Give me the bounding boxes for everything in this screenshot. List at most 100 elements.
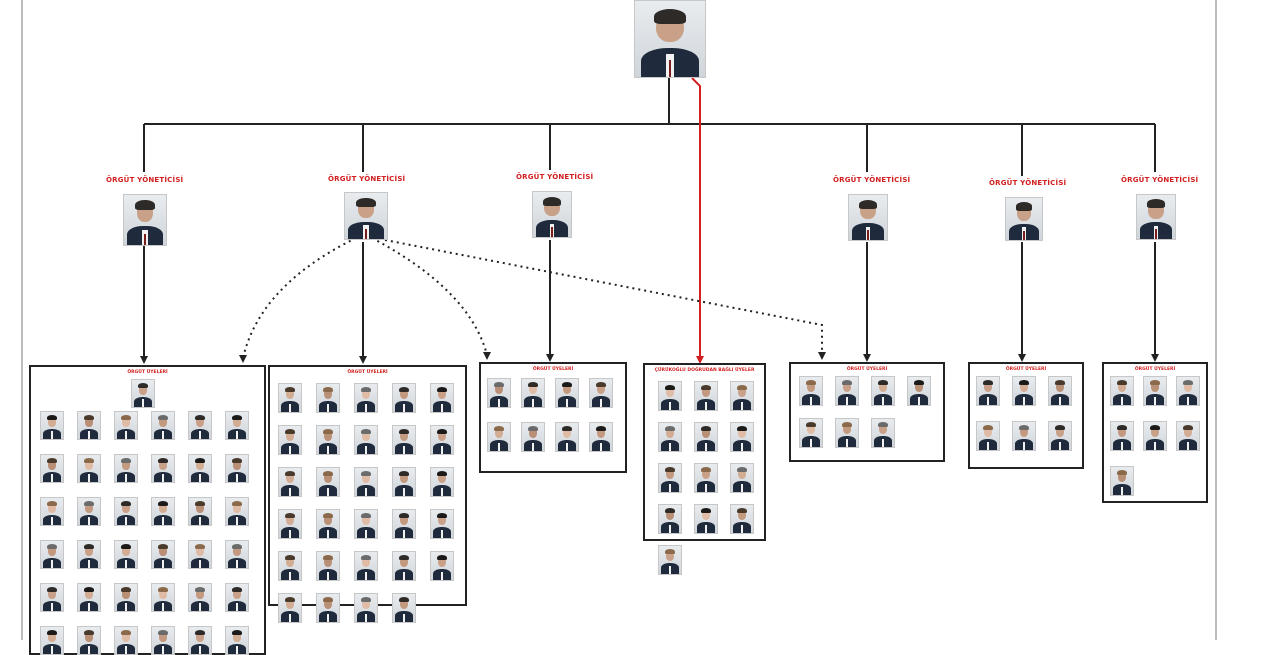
member-photo: [316, 509, 340, 539]
member-card: [316, 425, 340, 455]
members-box-title: ÖRGÜT ÜYELERİ: [347, 370, 388, 375]
member-photo: [589, 422, 613, 452]
manager-3-photo: [532, 191, 572, 238]
member-card: [77, 454, 101, 483]
member-card: [151, 497, 175, 526]
member-card: [907, 376, 931, 406]
member-photo: [658, 422, 682, 452]
member-photo: [871, 376, 895, 406]
member-card: [114, 411, 138, 440]
member-photo: [392, 467, 416, 497]
member-photo: [316, 467, 340, 497]
member-card: [976, 376, 1000, 406]
member-card: [225, 497, 249, 526]
member-card: [835, 418, 859, 448]
member-photo: [392, 509, 416, 539]
member-card: [151, 583, 175, 612]
member-photo: [40, 626, 64, 655]
member-photo: [77, 497, 101, 526]
manager-5-photo: [1005, 197, 1043, 241]
member-card: [521, 378, 545, 408]
member-card: [430, 425, 454, 455]
member-card: [730, 504, 754, 534]
members-box-title: ÖRGÜT ÜYELERİ: [1134, 367, 1176, 372]
member-photo: [151, 411, 175, 440]
member-photo: [278, 467, 302, 497]
manager-4-role: ÖRGÜT YÖNETİCİSİ: [833, 176, 911, 184]
member-card: [225, 454, 249, 483]
manager-6-role: ÖRGÜT YÖNETİCİSİ: [1121, 176, 1199, 184]
member-card: [392, 551, 416, 581]
member-photo: [40, 540, 64, 569]
member-card: [278, 467, 302, 497]
member-photo: [392, 551, 416, 581]
member-card: [188, 411, 212, 440]
member-card: [1110, 421, 1134, 451]
member-card: [316, 593, 340, 623]
member-card: [40, 497, 64, 526]
member-card: [1048, 376, 1072, 406]
members-box-title: ÇÜRÜKOĞLU DOĞRUDAN BAĞLI ÜYELER: [654, 368, 755, 373]
member-card: [430, 551, 454, 581]
member-photo: [354, 467, 378, 497]
member-photo: [354, 425, 378, 455]
member-card: [392, 425, 416, 455]
member-photo: [316, 425, 340, 455]
member-card: [278, 383, 302, 413]
member-photo: [40, 583, 64, 612]
member-photo: [77, 454, 101, 483]
member-photo: [151, 583, 175, 612]
member-card: [730, 463, 754, 493]
member-photo: [316, 383, 340, 413]
member-card: [114, 497, 138, 526]
member-photo: [114, 454, 138, 483]
member-card: [354, 509, 378, 539]
member-card: [392, 509, 416, 539]
members-box-3: ÖRGÜT ÜYELERİ: [479, 362, 627, 473]
member-photo: [151, 497, 175, 526]
member-card: [40, 454, 64, 483]
member-photo: [77, 411, 101, 440]
member-photo: [1143, 376, 1167, 406]
member-card: [1143, 376, 1167, 406]
member-card: [589, 422, 613, 452]
member-photo: [354, 509, 378, 539]
member-card: [354, 383, 378, 413]
members-box-5: ÖRGÜT ÜYELERİ: [789, 362, 945, 462]
member-photo: [151, 454, 175, 483]
red-arrow-head: [696, 356, 704, 364]
member-card: [316, 551, 340, 581]
member-photo: [1012, 421, 1036, 451]
member-card: [40, 626, 64, 655]
member-photo: [114, 583, 138, 612]
page-right-border: [1215, 0, 1217, 640]
member-photo: [114, 540, 138, 569]
member-card: [392, 593, 416, 623]
member-card: [77, 497, 101, 526]
member-card: [392, 383, 416, 413]
members-box-title: ÖRGÜT ÜYELERİ: [532, 367, 574, 372]
member-photo: [225, 583, 249, 612]
member-card: [77, 626, 101, 655]
member-card: [1110, 466, 1134, 496]
member-card: [430, 467, 454, 497]
connector-lines: [140, 77, 1159, 364]
member-photo: [188, 497, 212, 526]
member-photo: [392, 425, 416, 455]
member-card: [487, 422, 511, 452]
member-card: [40, 411, 64, 440]
member-photo: [730, 381, 754, 411]
top-person-photo: [634, 0, 706, 78]
member-photo: [799, 418, 823, 448]
member-photo: [354, 383, 378, 413]
member-card: [316, 509, 340, 539]
manager-3-role: ÖRGÜT YÖNETİCİSİ: [516, 173, 594, 181]
member-photo: [278, 383, 302, 413]
member-photo: [658, 545, 682, 575]
member-photo: [1176, 421, 1200, 451]
member-photo: [835, 376, 859, 406]
member-photo: [225, 497, 249, 526]
member-photo: [430, 383, 454, 413]
member-card: [694, 463, 718, 493]
member-photo: [278, 551, 302, 581]
